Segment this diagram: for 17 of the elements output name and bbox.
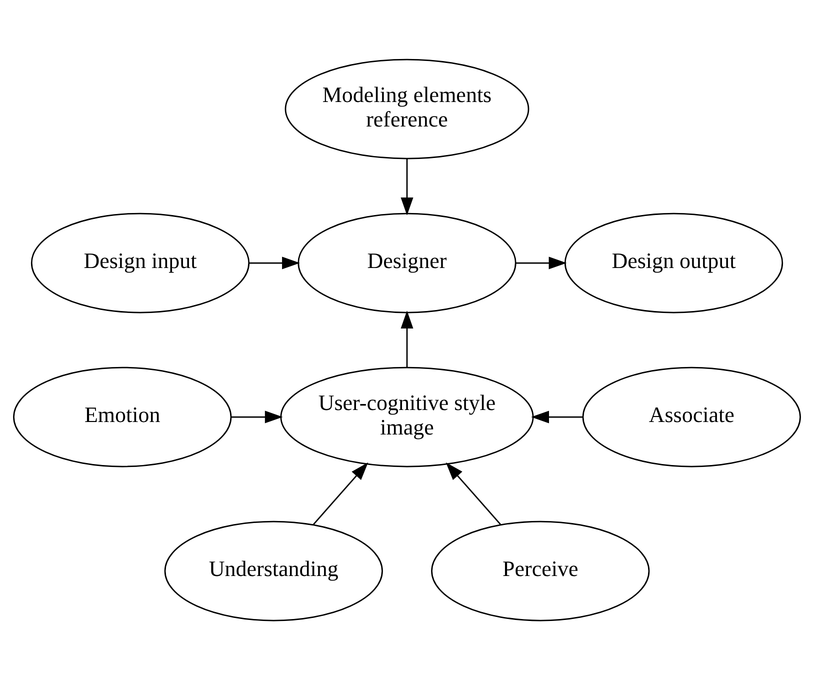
arrow: [231, 410, 283, 424]
node-ellipse: Designer: [298, 212, 516, 314]
node-ellipse: Associate: [582, 366, 801, 468]
arrow: [400, 310, 414, 368]
arrow: [249, 256, 300, 270]
node-ellipse: Modeling elements reference: [284, 58, 530, 160]
arrow: [531, 410, 583, 424]
arrow: [446, 462, 502, 526]
node-ellipse: Perceive: [431, 520, 650, 622]
node-ellipse: Emotion: [13, 366, 232, 468]
node-ellipse: User-cognitive style image: [280, 366, 534, 468]
node-ellipse: Understanding: [164, 520, 383, 622]
node-ellipse: Design input: [30, 212, 250, 314]
node-ellipse: Design output: [564, 212, 784, 314]
arrow: [312, 462, 368, 526]
arrow: [400, 158, 414, 216]
arrow: [516, 256, 567, 270]
